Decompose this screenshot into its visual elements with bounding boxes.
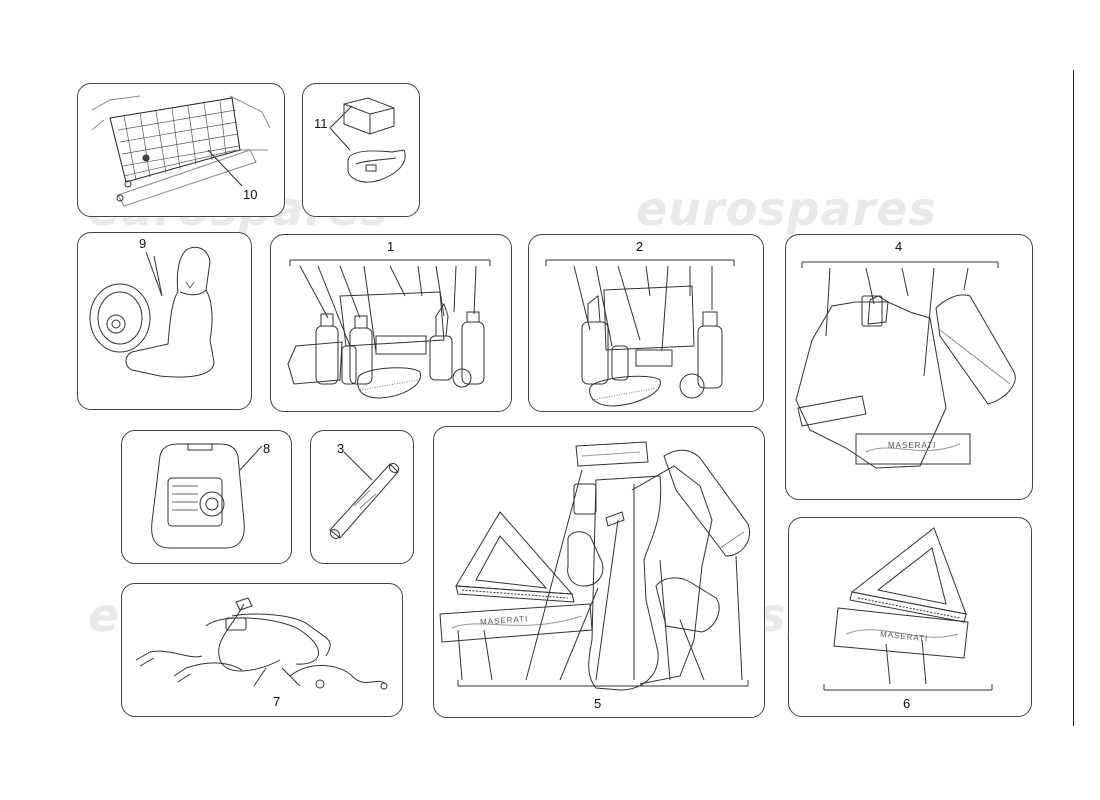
callout-10[interactable]: 10 xyxy=(243,187,258,202)
tube-drawing xyxy=(329,451,400,540)
compressor-drawing xyxy=(151,443,263,549)
panel-bags-4[interactable] xyxy=(785,234,1033,500)
panel-seat-cover[interactable] xyxy=(77,232,252,410)
callout-8[interactable]: 8 xyxy=(263,441,271,456)
callout-2[interactable]: 2 xyxy=(636,239,644,254)
callout-11[interactable]: 11 xyxy=(314,116,328,131)
panel-triangle-6[interactable] xyxy=(788,517,1032,717)
care-kit-2-drawing xyxy=(545,259,735,407)
safety-kit-5-drawing xyxy=(439,441,750,691)
callout-3[interactable]: 3 xyxy=(337,441,345,456)
triangle-6-drawing xyxy=(823,527,993,691)
panel-care-kit-2[interactable] xyxy=(528,234,764,412)
callout-5[interactable]: 5 xyxy=(594,696,602,711)
luggage-net-drawing xyxy=(91,95,271,207)
panel-safety-kit-5[interactable] xyxy=(433,426,765,718)
care-kit-1-drawing xyxy=(287,259,491,399)
cables-7-drawing xyxy=(135,597,388,690)
panel-tube[interactable] xyxy=(310,430,414,564)
page-margin-line xyxy=(1073,70,1074,726)
callout-4[interactable]: 4 xyxy=(895,239,903,254)
key-kit-drawing xyxy=(329,97,406,183)
callout-1[interactable]: 1 xyxy=(387,239,395,254)
seat-cover-drawing xyxy=(89,246,215,378)
callout-6[interactable]: 6 xyxy=(903,696,911,711)
panel-key-kit[interactable] xyxy=(302,83,420,217)
panel-cables-7[interactable] xyxy=(121,583,403,717)
bag-brand-label-4: MASERATI xyxy=(888,441,937,450)
callout-7[interactable]: 7 xyxy=(273,694,281,709)
panel-compressor[interactable] xyxy=(121,430,292,564)
callout-9[interactable]: 9 xyxy=(139,236,147,251)
bags-4-drawing xyxy=(795,261,1016,469)
